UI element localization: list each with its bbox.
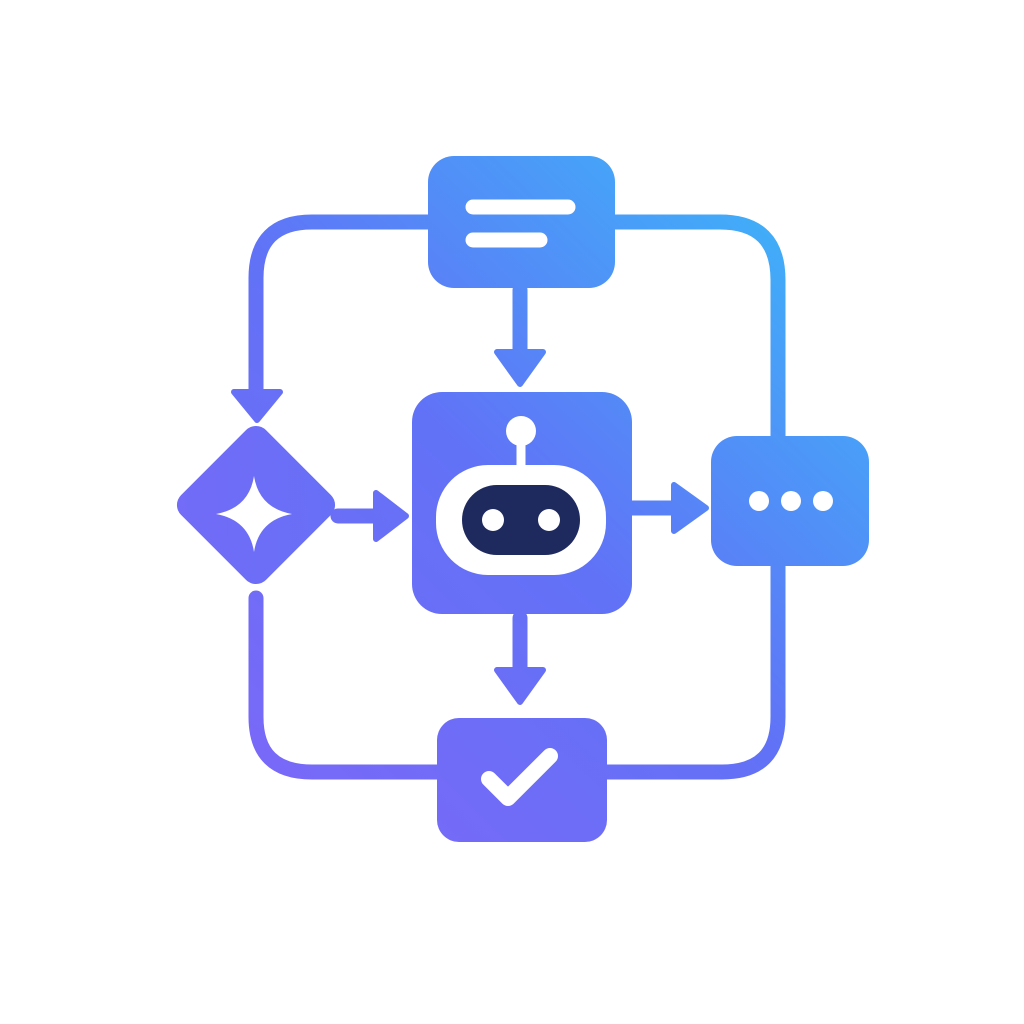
arrowheads <box>231 349 709 705</box>
arrowhead-into-agent-top <box>494 349 546 387</box>
node-document <box>428 156 615 288</box>
edge-decision-result <box>248 590 445 780</box>
robot-eye-right <box>538 509 560 531</box>
arrowhead-into-message <box>671 482 709 534</box>
robot-face <box>462 485 580 555</box>
edge-document-message <box>607 214 786 444</box>
robot-icon <box>436 416 606 575</box>
node-decision <box>176 425 336 585</box>
arrowhead-into-decision <box>231 389 283 423</box>
ellipsis-icon <box>749 491 833 511</box>
robot-eye-left <box>482 509 504 531</box>
edge-document-decision <box>248 214 436 406</box>
checkmark-icon <box>481 748 558 806</box>
sparkle-icon <box>216 476 292 552</box>
node-message <box>711 436 869 566</box>
text-lines-icon <box>465 199 576 248</box>
node-agent <box>412 392 632 614</box>
arrowhead-into-result <box>494 667 546 705</box>
connector-lines <box>248 214 786 780</box>
edge-message-result <box>599 558 786 780</box>
node-result <box>437 718 607 842</box>
arrowhead-into-agent-left <box>373 490 409 542</box>
